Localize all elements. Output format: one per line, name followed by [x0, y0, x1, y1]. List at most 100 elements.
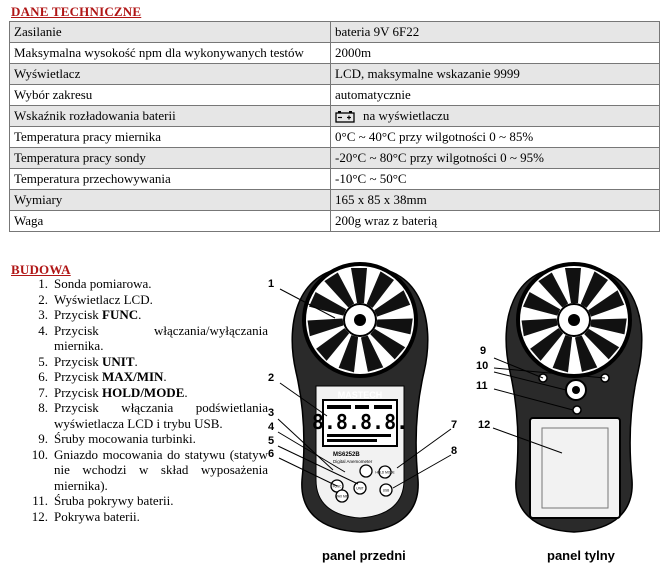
turbine-blade — [370, 328, 406, 360]
list-item-number: 7. — [38, 384, 48, 400]
list-item-text: Przycisk — [54, 384, 103, 400]
callout-11: 11 — [476, 380, 488, 392]
spec-value: automatycznie — [330, 84, 660, 106]
usb-button[interactable] — [379, 483, 393, 497]
list-item-text: Gniazdo mocowania do statywu (statyw nie… — [54, 446, 268, 493]
front-panel-caption: panel przedni — [322, 548, 406, 563]
turbine-blade — [574, 335, 598, 372]
callout-8: 8 — [451, 445, 458, 457]
list-item-suffix: . — [184, 384, 188, 400]
spec-row: Temperatura przechowywania-10°C ~ 50°C — [9, 168, 660, 190]
spec-value: na wyświetlaczu — [330, 105, 660, 127]
callout-9: 9 — [480, 345, 487, 357]
list-item-text: Sonda pomiarowa. — [54, 276, 152, 291]
callout-5: 5 — [268, 435, 275, 447]
structure-section-title: BUDOWA — [11, 262, 71, 277]
back-panel-drawing — [505, 262, 643, 533]
spec-param: Wskaźnik rozładowania baterii — [9, 105, 331, 127]
list-item: 5.Przycisk UNIT. — [22, 354, 268, 370]
list-item-text: Śruba pokrywy baterii. — [54, 493, 174, 508]
turbine-blade — [360, 335, 384, 372]
list-item: 3.Przycisk FUNC. — [22, 307, 268, 323]
hold-mode-button[interactable] — [378, 465, 392, 479]
unit-button[interactable] — [353, 481, 367, 495]
list-item-suffix: . — [134, 353, 138, 369]
hold-mode-button-label: HOLD MODE — [375, 471, 394, 475]
parts-list: 1.Sonda pomiarowa.2.Wyświetlacz LCD.3.Pr… — [22, 276, 268, 524]
list-item-number: 4. — [38, 322, 48, 338]
turbine-blade — [316, 328, 350, 361]
turbine-blade — [376, 318, 413, 335]
list-item-number: 3. — [38, 307, 48, 322]
front-brand-label: MASTECH — [338, 390, 383, 400]
list-item: 1.Sonda pomiarowa. — [22, 276, 268, 292]
callout-4: 4 — [268, 421, 275, 433]
spec-row: Wskaźnik rozładowania baterii na wyświetl… — [9, 105, 660, 127]
spec-value: bateria 9V 6F22 — [330, 21, 660, 43]
back-panel-caption: panel tylny — [547, 548, 615, 563]
list-item-number: 9. — [38, 431, 48, 446]
list-item: 12. Pokrywa baterii. — [22, 509, 268, 525]
list-item: 9. Śruby mocowania turbinki. — [22, 431, 268, 447]
spec-param: Wymiary — [9, 189, 331, 211]
spec-row: Maksymalna wysokość npm dla wykonywanych… — [9, 42, 660, 64]
list-item: 7. Przycisk HOLD/MODE. — [22, 385, 268, 401]
list-item-suffix: . — [163, 369, 167, 384]
list-item-text: Przycisk — [54, 369, 103, 384]
func-button-label: FUNC — [333, 485, 343, 489]
list-item-key: FUNC — [102, 307, 139, 322]
spec-value: -20°C ~ 80°C przy wilgotności 0 ~ 95% — [330, 147, 660, 169]
list-item-suffix: . — [138, 307, 142, 322]
spec-value: 165 x 85 x 38mm — [330, 189, 660, 211]
turbine-blade — [590, 318, 627, 335]
turbine-blade — [588, 290, 625, 317]
turbine-blade — [565, 268, 581, 303]
list-item-text: Przycisk włączania podświetlania wyświet… — [54, 400, 268, 431]
model-label: MS6252B — [333, 452, 360, 458]
list-item-key: MAX/MIN — [102, 369, 164, 384]
callout-1: 1 — [268, 278, 275, 290]
spec-row: Temperatura pracy sondy-20°C ~ 80°C przy… — [9, 147, 660, 169]
turbine-blade — [366, 271, 395, 308]
power-button[interactable] — [359, 464, 373, 478]
spec-param: Waga — [9, 210, 331, 232]
turbine-blade — [580, 271, 609, 308]
spec-param: Maksymalna wysokość npm dla wykonywanych… — [9, 42, 331, 64]
list-item-text: Pokrywa baterii. — [54, 508, 140, 524]
list-item: 6.Przycisk MAX/MIN. — [22, 369, 268, 385]
list-item-number: 11. — [32, 493, 48, 508]
unit-button-label: UNIT — [356, 487, 363, 491]
spec-value: LCD, maksymalne wskazanie 9999 — [330, 63, 660, 85]
spec-value: 200g wraz z baterią — [330, 210, 660, 232]
spec-param: Temperatura pracy sondy — [9, 147, 331, 169]
spec-value-text: na wyświetlaczu — [363, 108, 450, 123]
list-item-text: Przycisk włączania/wyłączania miernika. — [54, 322, 268, 354]
list-item-number: 5. — [38, 353, 48, 369]
list-item: 2.Wyświetlacz LCD. — [22, 292, 268, 308]
turbine-blade — [308, 292, 347, 316]
turbine-blade — [521, 318, 558, 337]
list-item-number: 8. — [38, 400, 48, 415]
list-item-text: Przycisk — [54, 353, 103, 369]
turbine-blade — [584, 328, 620, 360]
callout-6: 6 — [268, 448, 275, 460]
maxmin-button[interactable] — [335, 489, 349, 503]
callout-2: 2 — [268, 372, 275, 384]
turbine-blade — [552, 335, 573, 373]
usb-button-label: USB — [383, 489, 390, 493]
lcd-digits: 8.8.8.8. — [312, 410, 408, 434]
list-item-number: 2. — [38, 291, 48, 307]
turbine-blade — [538, 272, 569, 308]
list-item: 8. Przycisk włączania podświetlania wyświ… — [22, 400, 268, 431]
turbine-blade — [522, 292, 561, 316]
list-item-text: Śruby mocowania turbinki. — [54, 431, 196, 446]
list-item-number: 12. — [31, 508, 48, 524]
list-item-key: HOLD/MODE — [102, 384, 185, 400]
list-item: 4. Przycisk włączania/wyłączania miernika… — [22, 323, 268, 354]
